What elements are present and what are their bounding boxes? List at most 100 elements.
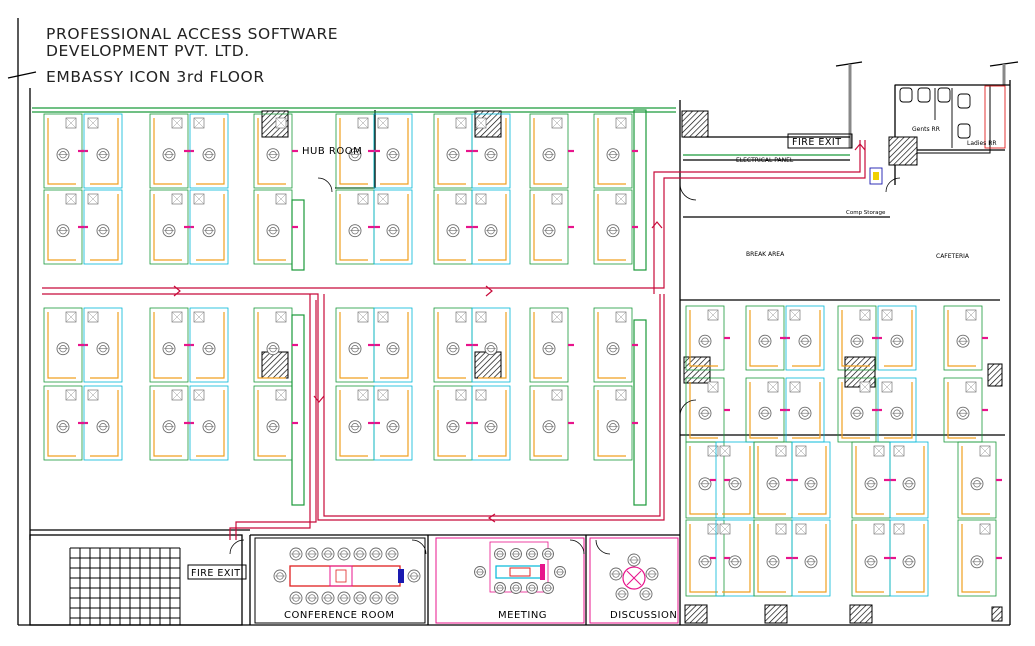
chair xyxy=(56,420,70,434)
chair xyxy=(446,148,460,162)
storage-cabinet xyxy=(893,445,905,457)
company-name-line-1: PROFESSIONAL ACCESS SOFTWARE xyxy=(46,25,339,43)
workstation xyxy=(253,385,298,461)
chair xyxy=(386,148,400,162)
storage-cabinet xyxy=(789,309,801,321)
room-frames xyxy=(187,133,853,624)
workstation xyxy=(78,189,123,265)
storage-cabinet xyxy=(789,381,801,393)
chair xyxy=(902,477,916,491)
workstation xyxy=(884,519,929,597)
door-swings xyxy=(229,177,901,555)
storage-cabinet xyxy=(707,445,719,457)
chair xyxy=(728,477,742,491)
chair xyxy=(202,342,216,356)
storage-cabinet xyxy=(87,311,99,323)
chair xyxy=(510,582,522,594)
storage-cabinet xyxy=(357,311,369,323)
chair xyxy=(321,547,335,561)
workstation xyxy=(884,441,929,519)
building-walls xyxy=(7,18,1019,626)
workstation xyxy=(184,307,229,383)
workstation xyxy=(368,113,413,189)
chair xyxy=(386,420,400,434)
chair xyxy=(698,555,712,569)
workstation xyxy=(433,189,478,265)
storage-cabinet xyxy=(881,381,893,393)
conference-room-label: CONFERENCE ROOM xyxy=(284,610,394,621)
chair xyxy=(758,406,772,420)
meeting-label: MEETING xyxy=(498,610,547,621)
workstation xyxy=(368,385,413,461)
storage-cabinet xyxy=(859,381,871,393)
workstation xyxy=(851,441,896,519)
chair xyxy=(606,420,620,434)
chair xyxy=(96,148,110,162)
storage-cabinet xyxy=(475,389,487,401)
storage-cabinet xyxy=(795,445,807,457)
chair xyxy=(56,148,70,162)
workstation xyxy=(872,377,917,443)
chair xyxy=(385,591,399,605)
workstation xyxy=(529,113,574,189)
storage-cabinet xyxy=(171,193,183,205)
storage-cabinet xyxy=(707,523,719,535)
storage-cabinet xyxy=(873,523,885,535)
chair xyxy=(615,587,629,601)
chair xyxy=(542,148,556,162)
hub-room-label: HUB ROOM xyxy=(302,146,362,157)
workstation xyxy=(149,113,194,189)
chair xyxy=(542,582,554,594)
workstation xyxy=(253,307,298,383)
chair xyxy=(446,342,460,356)
workstation xyxy=(149,307,194,383)
workstation xyxy=(184,113,229,189)
storage-cabinet xyxy=(87,389,99,401)
chair xyxy=(484,224,498,238)
workstation xyxy=(253,113,298,189)
chair xyxy=(56,224,70,238)
workstation xyxy=(786,441,831,519)
workstation xyxy=(368,307,413,383)
workstation xyxy=(149,189,194,265)
storage-cabinet xyxy=(881,309,893,321)
chair xyxy=(305,591,319,605)
workstation xyxy=(529,385,574,461)
workstation xyxy=(780,305,825,371)
chair xyxy=(804,477,818,491)
workstation xyxy=(593,113,638,189)
storage-cabinet xyxy=(171,389,183,401)
discussion-table xyxy=(622,566,646,590)
storage-cabinet xyxy=(965,309,977,321)
storage-cabinet xyxy=(65,117,77,129)
workstation xyxy=(685,519,730,597)
storage-cabinet xyxy=(357,389,369,401)
storage-cabinet xyxy=(455,389,467,401)
storage-cabinet xyxy=(275,311,287,323)
chair xyxy=(698,334,712,348)
workstation xyxy=(753,519,798,597)
chair xyxy=(864,555,878,569)
chair xyxy=(162,420,176,434)
storage-cabinet xyxy=(615,117,627,129)
workstation xyxy=(943,305,988,371)
workstation xyxy=(43,385,88,461)
chair xyxy=(385,547,399,561)
chair xyxy=(348,224,362,238)
chair xyxy=(850,334,864,348)
storage-cabinet xyxy=(707,381,719,393)
storage-cabinet xyxy=(859,309,871,321)
chair xyxy=(758,334,772,348)
chair xyxy=(554,566,566,578)
workstation xyxy=(593,385,638,461)
staircase xyxy=(69,547,181,625)
conference-chairs xyxy=(273,547,421,605)
chair xyxy=(766,477,780,491)
chair xyxy=(407,569,421,583)
workstation xyxy=(685,441,730,519)
restrooms xyxy=(869,85,1006,185)
workstation xyxy=(433,307,478,383)
chair xyxy=(321,591,335,605)
chair xyxy=(289,547,303,561)
workstation xyxy=(78,385,123,461)
